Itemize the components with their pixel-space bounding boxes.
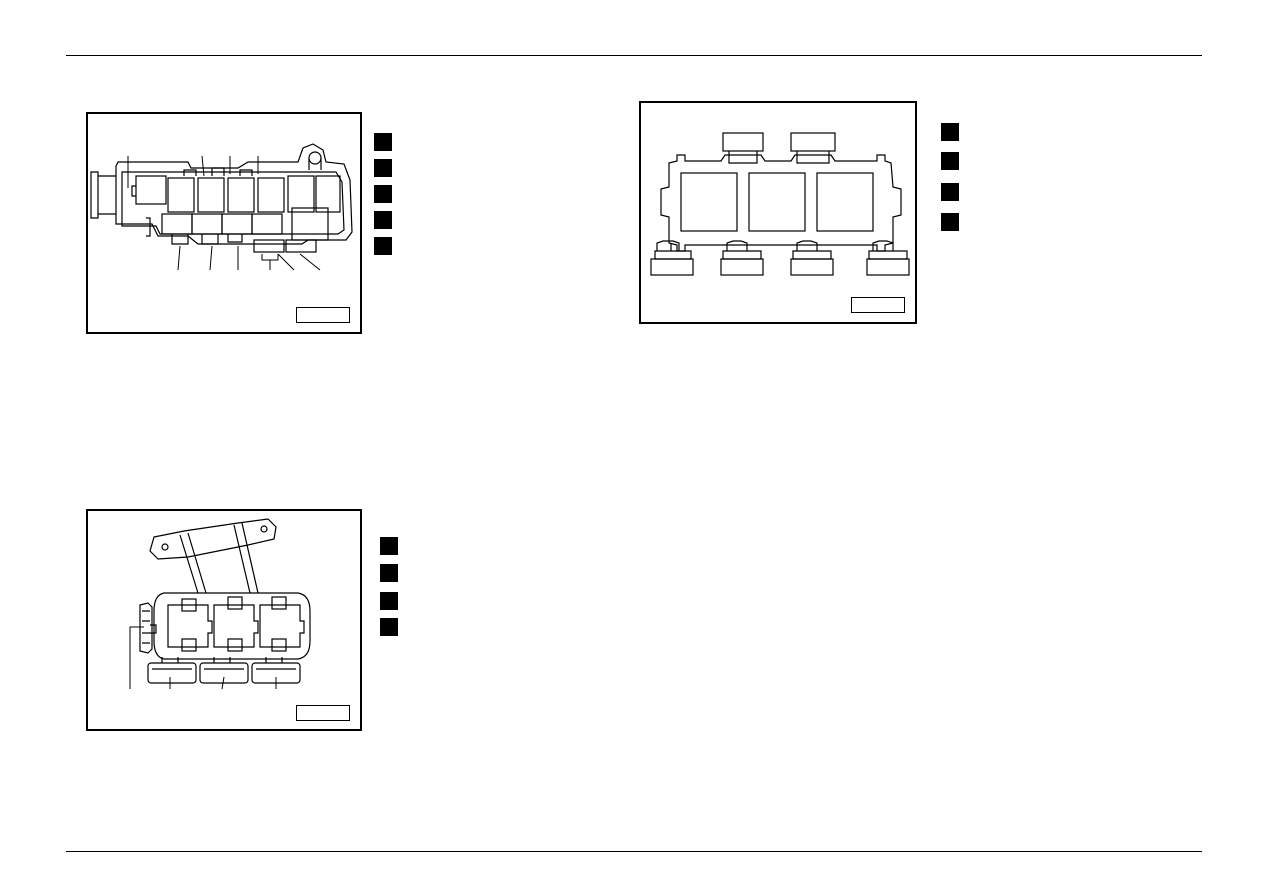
legend-item <box>941 123 1141 141</box>
legend-item <box>374 159 574 177</box>
figure-id-box <box>296 705 350 721</box>
legend-marker <box>380 564 398 582</box>
legend-item <box>380 537 580 555</box>
bottom-connectors <box>650 240 910 276</box>
top-connector-left <box>722 132 764 152</box>
bracket-hole-right <box>260 525 268 533</box>
legend-item <box>941 183 1141 201</box>
relay-housing <box>153 592 311 660</box>
figure-id-box <box>851 297 905 313</box>
legend-marker <box>374 237 392 255</box>
clip-circle <box>308 151 322 165</box>
legend-marker <box>941 213 959 231</box>
relay-panel-drawing <box>650 132 910 276</box>
legend-item <box>941 213 1141 231</box>
relay-carrier-drawing <box>90 143 353 271</box>
bracket-hole-left <box>161 543 169 551</box>
mount-tab-left <box>90 171 99 219</box>
relay-socket-2 <box>748 172 806 232</box>
legend-marker <box>374 211 392 229</box>
legend-marker <box>941 123 959 141</box>
legend-marker <box>374 159 392 177</box>
legend-item <box>380 592 580 610</box>
legend-marker <box>380 592 398 610</box>
legend-item <box>374 237 574 255</box>
figure-relay-panel <box>639 101 917 324</box>
upper-socket-row <box>131 167 341 213</box>
legend-marker <box>941 152 959 170</box>
legend-item <box>941 152 1141 170</box>
legend-marker <box>374 133 392 151</box>
relay-bracket-drawing <box>129 518 311 690</box>
legend-item <box>380 564 580 582</box>
legend-item <box>374 211 574 229</box>
side-connector <box>139 602 153 654</box>
footer-rule <box>66 851 1202 852</box>
legend-item <box>374 185 574 203</box>
panel-outline <box>660 154 902 252</box>
legend-item <box>380 618 580 636</box>
legend-marker <box>374 185 392 203</box>
header-rule <box>66 55 1202 56</box>
legend-marker <box>941 183 959 201</box>
callout-leaders <box>129 626 277 690</box>
lower-socket-row <box>161 207 329 253</box>
relay-socket-1 <box>680 172 738 232</box>
top-connector-right <box>790 132 836 152</box>
callout-leaders <box>127 155 321 271</box>
legend-marker <box>380 537 398 555</box>
legend-item <box>374 133 574 151</box>
bottom-connectors <box>147 657 301 684</box>
relay-sockets <box>167 596 305 652</box>
legend-marker <box>380 618 398 636</box>
relay-socket-3 <box>816 172 874 232</box>
carrier-outline <box>115 143 353 245</box>
figure-id-box <box>296 307 350 323</box>
mounting-bracket <box>149 518 277 560</box>
figure-relay-bracket <box>86 509 362 731</box>
figure-relay-carrier-top <box>86 112 362 334</box>
